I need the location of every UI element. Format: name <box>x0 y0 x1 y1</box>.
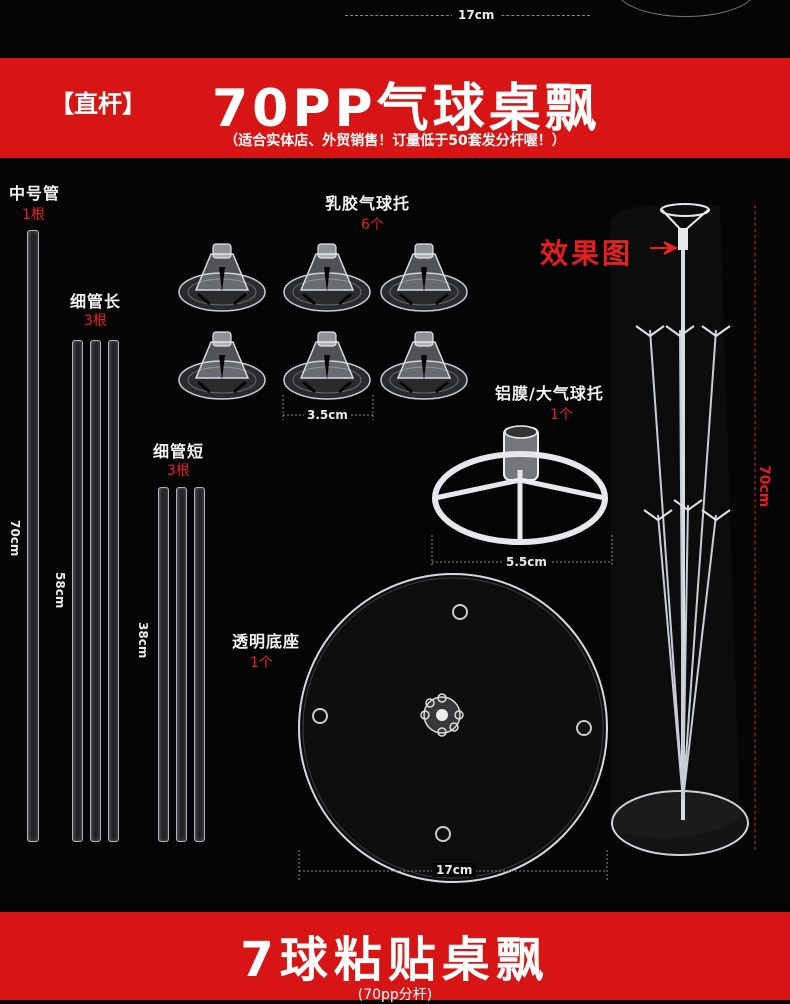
thin-long-count: 3根 <box>84 313 107 329</box>
banner-tag: 【直杆】 <box>50 90 146 118</box>
foil-holder-name: 铝膜/大气球托 <box>495 384 604 403</box>
thin-long-length: 58cm <box>53 572 67 609</box>
effect-label: 效果图 <box>540 237 634 270</box>
banner2-subtitle: (70pp分杆) <box>357 987 433 1003</box>
medium-tube-count: 1根 <box>22 207 45 223</box>
thin-short-length: 38cm <box>136 622 150 659</box>
thin-short-tube <box>176 487 187 842</box>
foil-holder-dim: 5.5cm <box>502 555 551 569</box>
base-count: 1个 <box>250 655 273 671</box>
banner-subtitle: （适合实体店、外贸销售！订量低于50套发分杆喔！） <box>224 133 566 149</box>
foil-holder-count: 1个 <box>550 407 573 423</box>
latex-holder-dim: 3.5cm <box>304 408 351 422</box>
thin-short-count: 3根 <box>167 463 190 479</box>
latex-holder-name: 乳胶气球托 <box>325 194 411 213</box>
medium-tube <box>27 230 39 842</box>
thin-long-tube <box>90 340 101 842</box>
medium-tube-length: 70cm <box>8 520 22 557</box>
thin-short-tube <box>158 487 169 842</box>
medium-tube-name: 中号管 <box>9 184 61 203</box>
banner-title: 70PP气球桌飘 <box>212 79 601 139</box>
thin-short-name: 细管短 <box>153 442 205 461</box>
product-banner: 【直杆】 70PP气球桌飘 （适合实体店、外贸销售！订量低于50套发分杆喔！） <box>0 58 790 158</box>
banner2-title: 7球粘贴桌飘 <box>240 932 550 988</box>
top-dimension-label: 17cm <box>452 8 501 22</box>
thin-long-tube <box>72 340 83 842</box>
thin-short-tube <box>194 487 205 842</box>
base-name: 透明底座 <box>232 632 301 651</box>
thin-long-tube <box>108 340 119 842</box>
latex-holder-count: 6个 <box>361 217 384 233</box>
next-product-banner: 7球粘贴桌飘 (70pp分杆) <box>0 912 790 1003</box>
base-dim: 17cm <box>432 863 477 877</box>
effect-height: 70cm <box>756 465 772 508</box>
top-strip: 17cm <box>0 0 790 50</box>
thin-long-name: 细管长 <box>70 292 122 311</box>
